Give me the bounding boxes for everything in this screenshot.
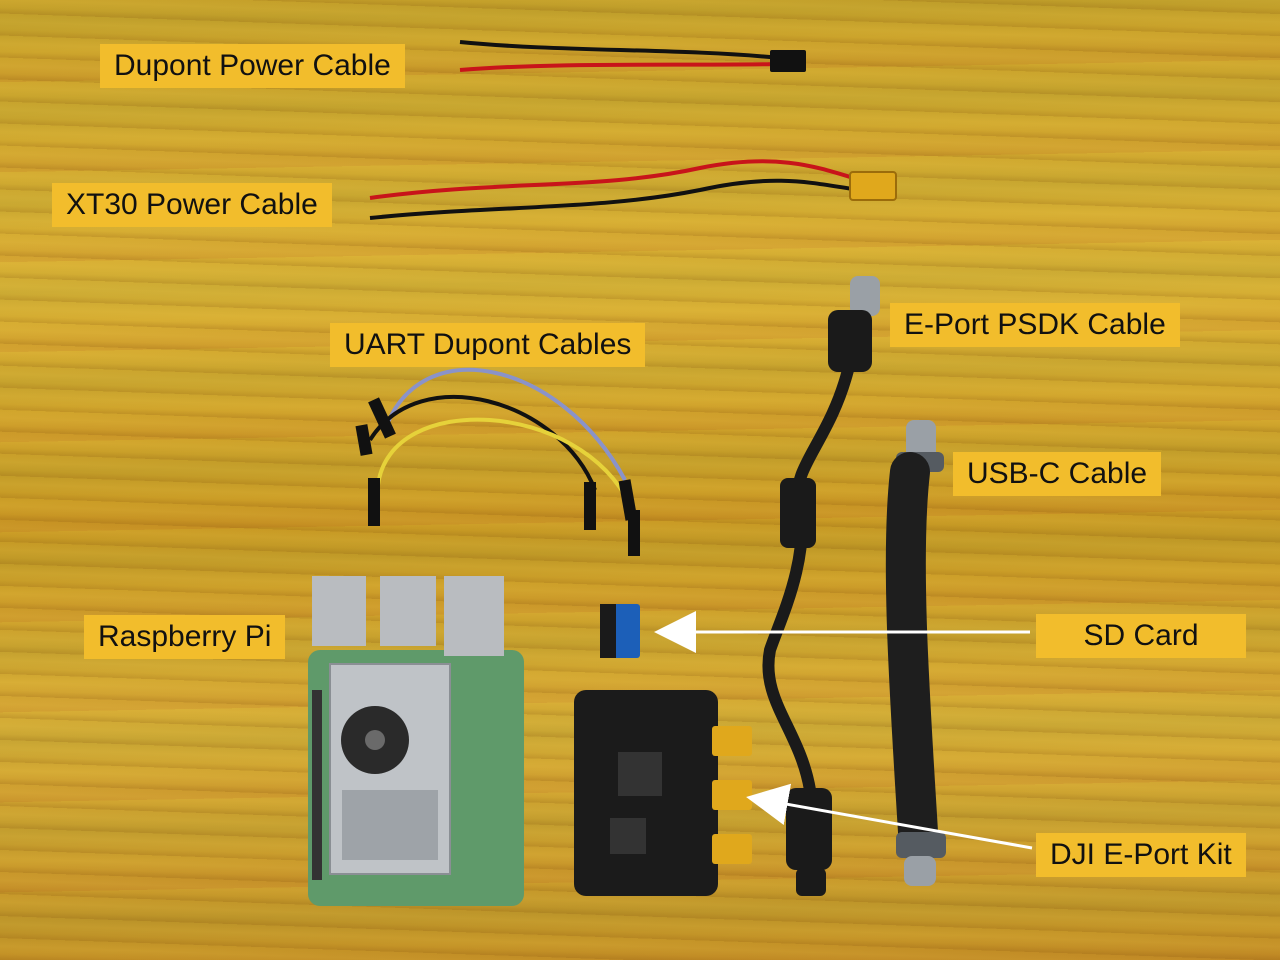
label-xt30-power-cable: XT30 Power Cable (52, 183, 332, 227)
label-dupont-power-cable: Dupont Power Cable (100, 44, 405, 88)
label-raspberry-pi: Raspberry Pi (84, 615, 286, 659)
label-usbc-cable: USB-C Cable (953, 452, 1162, 496)
dupont-power-cable (459, 40, 806, 72)
dji-eport-kit (574, 690, 752, 896)
label-uart-dupont-cables: UART Dupont Cables (330, 323, 646, 367)
raspberry-pi (308, 576, 524, 906)
label-dji-eport-kit: DJI E-Port Kit (1036, 833, 1246, 877)
label-eport-psdk-cable: E-Port PSDK Cable (890, 303, 1180, 347)
xt30-power-cable (369, 159, 897, 220)
dji-eport-kit-arrow (746, 783, 1033, 850)
usbc-cable (885, 420, 946, 886)
eport-psdk-cable (762, 276, 880, 896)
sd-card (600, 604, 640, 658)
label-sd-card: SD Card (1036, 614, 1246, 658)
uart-dupont-cables (355, 367, 640, 556)
